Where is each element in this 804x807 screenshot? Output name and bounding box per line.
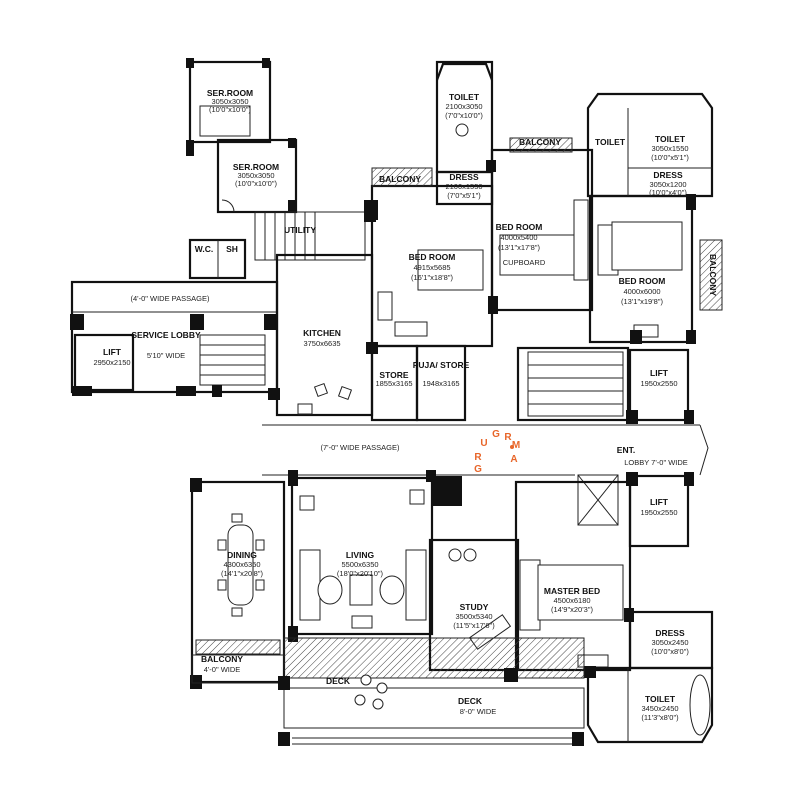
dining-walls — [190, 478, 286, 689]
balcony-bottom-dim: 4'-0" WIDE — [204, 665, 241, 674]
bed-room-3-dim: 4000x6000 — [623, 287, 660, 296]
lift-r1-label: LIFT — [650, 368, 669, 378]
logo-dot — [510, 445, 514, 449]
balcony-top-label: BALCONY — [379, 174, 421, 184]
living-label: LIVING — [346, 550, 375, 560]
master-bed-imp: (14'9"x20'3") — [551, 605, 593, 614]
study-label: STUDY — [460, 602, 489, 612]
toilet-2-label: TOILET — [595, 137, 626, 147]
puja-store-label: PUJA/ STORE — [413, 360, 470, 370]
ent-label: ENT. — [617, 445, 635, 455]
store-block — [370, 344, 467, 422]
logo-letter-2: G — [492, 429, 500, 440]
dress-1-label: DRESS — [449, 172, 479, 182]
ent-lobby-label: LOBBY 7'-0" WIDE — [624, 458, 688, 467]
utility-stairs — [254, 211, 366, 261]
deck-area — [191, 637, 585, 746]
logo-letter-4: A — [510, 454, 517, 465]
store-label: STORE — [379, 370, 408, 380]
dress-1-dim: 2100x1550 — [445, 182, 482, 191]
dining-dim: 4300x6350 — [223, 560, 260, 569]
master-bed-label: MASTER BED — [544, 586, 600, 596]
study-dim: 3500x5340 — [455, 612, 492, 621]
dress-3-label: DRESS — [655, 628, 685, 638]
bed-room-3-label: BED ROOM — [619, 276, 666, 286]
master-bed-walls — [514, 480, 714, 744]
ser-room-1-dim: 3050x3050 — [211, 97, 248, 106]
bed-room-1-imp: (16'1"x18'8") — [411, 273, 453, 282]
ser-room-2-imp: (10'0"x10'0") — [235, 179, 277, 188]
store-dim: 1855x3165 — [375, 379, 412, 388]
bedroom3-block — [586, 92, 723, 344]
puja-store-dim: 1948x3165 — [422, 379, 459, 388]
ser-room-2-dim: 3050x3050 — [237, 171, 274, 180]
master-bed-dim: 4500x6180 — [553, 596, 590, 605]
passage-mid-label: (7'-0" WIDE PASSAGE) — [321, 443, 400, 452]
balcony-2-label: BALCONY — [519, 137, 561, 147]
core-block — [516, 346, 694, 548]
mid-passage — [212, 385, 709, 476]
toilet-3-label: TOILET — [655, 134, 686, 144]
deck-2-label: DECK — [458, 696, 483, 706]
logo-letter-5: M — [512, 440, 520, 451]
kitchen-dim: 3750x6635 — [303, 339, 340, 348]
living-dim: 5500x6350 — [341, 560, 378, 569]
dress-2-label: DRESS — [653, 170, 683, 180]
logo-letter-0: R — [474, 452, 482, 463]
dress-2-dim: 3050x1200 — [649, 180, 686, 189]
dining-label: DINING — [227, 550, 257, 560]
lift-left-dim: 2950x2150 — [93, 358, 130, 367]
study-imp: (11'5"x17'6") — [453, 621, 495, 630]
bed-room-2-imp: (13'1"x17'8") — [498, 243, 540, 252]
wc-label: W.C. — [195, 244, 213, 254]
toilet-1-dim: 2100x3050 — [445, 102, 482, 111]
toilet-1-label: TOILET — [449, 92, 480, 102]
toilet-4-dim: 3450x2450 — [641, 704, 678, 713]
logo-letter-1: U — [480, 438, 487, 449]
living-walls — [288, 470, 436, 642]
ser-room-2-label: SER.ROOM — [233, 162, 279, 172]
logo-letter-3: R — [504, 432, 512, 443]
room-labels: SER.ROOM 3050x3050 (10'0"x10'0") SER.ROO… — [93, 88, 718, 722]
service-lobby-label: SERVICE LOBBY — [131, 330, 201, 340]
lift-r2-dim: 1950x2550 — [640, 508, 677, 517]
bed-room-2-label: BED ROOM — [496, 222, 543, 232]
dress-1-imp: (7'0"x5'1") — [447, 191, 481, 200]
bed-room-2-dim: 4000x5400 — [500, 233, 537, 242]
dress-3-dim: 3050x2450 — [651, 638, 688, 647]
toilet-4-label: TOILET — [645, 694, 676, 704]
bed-room-1-dim: 4915x5685 — [413, 263, 450, 272]
toilet-1-imp: (7'0"x10'0") — [445, 111, 483, 120]
dress-2-imp: (10'0"x4'0") — [649, 188, 687, 197]
living-imp: (18'0"x20'10") — [337, 569, 384, 578]
lift-r1-dim: 1950x2550 — [640, 379, 677, 388]
utility-label: UTILITY — [284, 225, 316, 235]
toilet-3-dim: 3050x1550 — [651, 144, 688, 153]
cupboard-label: CUPBOARD — [503, 258, 546, 267]
dress-3-imp: (10'0"x8'0") — [651, 647, 689, 656]
toilet-3-imp: (10'0"x5'1") — [651, 153, 689, 162]
deck-2-dim: 8'-0" WIDE — [460, 707, 497, 716]
balcony-bottom-label: BALCONY — [201, 654, 243, 664]
bed-room-1-label: BED ROOM — [409, 252, 456, 262]
balcony-right-label: BALCONY — [708, 254, 718, 296]
service-lobby-dim: 5'10" WIDE — [147, 351, 185, 360]
ser-room-1-label: SER.ROOM — [207, 88, 253, 98]
lift-r2-label: LIFT — [650, 497, 669, 507]
sh-label: SH — [226, 244, 238, 254]
toilet-4-imp: (11'3"x8'0") — [641, 713, 679, 722]
bed-room-3-imp: (13'1"x19'8") — [621, 297, 663, 306]
kitchen-label: KITCHEN — [303, 328, 341, 338]
deck-1-label: DECK — [326, 676, 351, 686]
logo-letter-6: G — [474, 464, 482, 475]
bedroom2-block — [488, 137, 594, 314]
ser-room-1-imp: (10'0"x10'0") — [209, 105, 251, 114]
passage-top-label: (4'-0" WIDE PASSAGE) — [131, 294, 210, 303]
lift-left-label: LIFT — [103, 347, 122, 357]
dining-imp: (14'1"x20'8") — [221, 569, 263, 578]
service-wing — [70, 280, 279, 396]
